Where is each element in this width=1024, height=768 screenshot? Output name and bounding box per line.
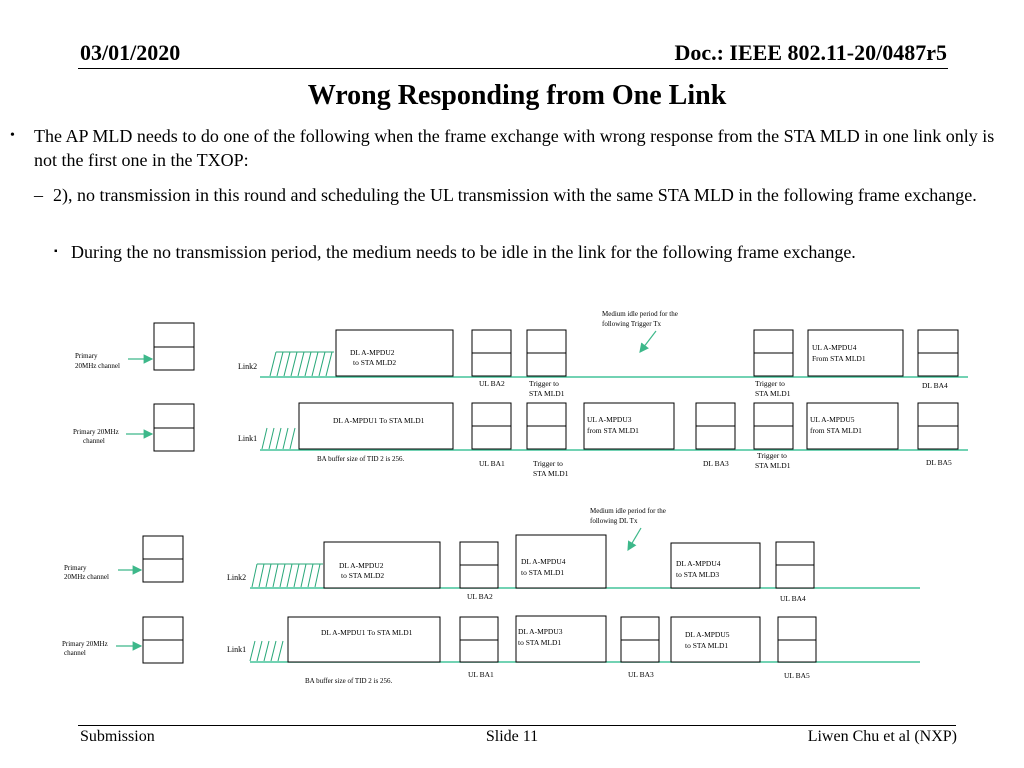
frame-box [583,402,675,450]
idle-note: following DL Tx [590,517,638,525]
frame-label: UL BA2 [479,379,505,388]
backoff-hatch [249,640,284,662]
frame-label: Trigger to [755,379,785,388]
footer-slide-number: Slide 11 [485,728,539,745]
footer-rule [78,725,956,726]
frame-label: Trigger to [529,379,559,388]
frame-label: DL BA5 [926,458,952,467]
frame-label: UL BA1 [479,459,505,468]
frame-label: STA MLD1 [755,389,791,398]
primary-label-bottom: Primary 20MHz [73,428,119,436]
bullet-text: 2), no transmission in this round and sc… [53,185,977,205]
frame-label: UL BA4 [780,594,806,603]
primary-label-top: 20MHz channel [75,362,120,370]
frame-label: UL A-MPDU5 [810,415,855,424]
frame-box [298,402,454,450]
frame-label: DL A-MPDU2 [350,348,395,357]
frame-label: DL A-MPDU1 To STA MLD1 [333,416,425,425]
frame-box [515,615,607,663]
frame-label: to STA MLD2 [353,358,396,367]
bullet-text: The AP MLD needs to do one of the follow… [34,126,995,170]
link2-label: Link2 [227,573,246,582]
header-doc-id: Doc.: IEEE 802.11-20/0487r5 [674,40,947,65]
backoff-hatch [251,563,323,588]
bullet-marker: ▪ [54,246,58,257]
arrow [639,330,657,353]
bullet-marker: • [10,128,15,143]
frame-label: DL A-MPDU5 [685,630,730,639]
frame-label: UL BA1 [468,670,494,679]
idle-note: following Trigger Tx [602,320,661,328]
frame-box [287,616,441,663]
frame-label: to STA MLD3 [676,570,719,579]
frame-box [807,329,904,377]
primary-label-top: Primary [64,564,87,572]
frame-label: DL A-MPDU4 [676,559,721,568]
frame-label: Trigger to [757,451,787,460]
primary-label-top: Primary [75,352,98,360]
header-date: 03/01/2020 [80,40,181,65]
frame-label: STA MLD1 [755,461,791,470]
primary-label-bottom: channel [64,649,86,657]
frame-label: to STA MLD1 [685,641,728,650]
frame-box [515,534,607,589]
frame-box [323,541,441,589]
frame-exchange-diagrams: Primary 20MHz channel Primary 20MHz chan… [62,310,968,685]
frame-label: UL A-MPDU4 [812,343,857,352]
frame-label: DL BA3 [703,459,729,468]
ba-note: BA buffer size of TID 2 is 256. [305,677,392,685]
frame-label: DL A-MPDU1 To STA MLD1 [321,628,413,637]
frame-label: STA MLD1 [529,389,565,398]
frame-label: to STA MLD1 [518,638,561,647]
bullet-text: During the no transmission period, the m… [71,242,856,262]
header-rule [78,68,948,69]
footer-submission: Submission [80,728,155,745]
slide-title: Wrong Responding from One Link [307,80,727,111]
frame-label: DL A-MPDU2 [339,561,384,570]
primary-label-top: 20MHz channel [64,573,109,581]
link1-label: Link1 [227,645,246,654]
link1-label: Link1 [238,434,257,443]
frame-label: from STA MLD1 [810,426,862,435]
frame-label: to STA MLD1 [521,568,564,577]
frame-box [670,616,761,663]
frame-label: From STA MLD1 [812,354,866,363]
arrow [627,527,642,552]
frame-box [806,402,899,450]
diagram-2: Primary 20MHz channel Primary 20MHz chan… [62,507,920,685]
frame-box [335,329,454,377]
idle-note: Medium idle period for the [590,507,666,515]
frame-label: UL BA2 [467,592,493,601]
link2-label: Link2 [238,362,257,371]
bullet-marker: – [34,185,43,205]
footer-author: Liwen Chu et al (NXP) [807,728,957,745]
ba-note: BA buffer size of TID 2 is 256. [317,455,404,463]
frame-label: UL BA3 [628,670,654,679]
frame-label: DL A-MPDU4 [521,557,566,566]
backoff-hatch [261,427,296,450]
frame-label: STA MLD1 [533,469,569,478]
frame-label: UL BA5 [784,671,810,680]
frame-label: from STA MLD1 [587,426,639,435]
primary-label-bottom: channel [83,437,105,445]
primary-label-bottom: Primary 20MHz [62,640,108,648]
frame-label: DL BA4 [922,381,948,390]
idle-note: Medium idle period for the [602,310,678,318]
frame-label: to STA MLD2 [341,571,384,580]
frame-label: Trigger to [533,459,563,468]
frame-box [670,542,761,589]
frame-label: UL A-MPDU3 [587,415,632,424]
frame-label: DL A-MPDU3 [518,627,563,636]
backoff-hatch [269,351,334,377]
diagram-1: Primary 20MHz channel Primary 20MHz chan… [73,310,968,478]
